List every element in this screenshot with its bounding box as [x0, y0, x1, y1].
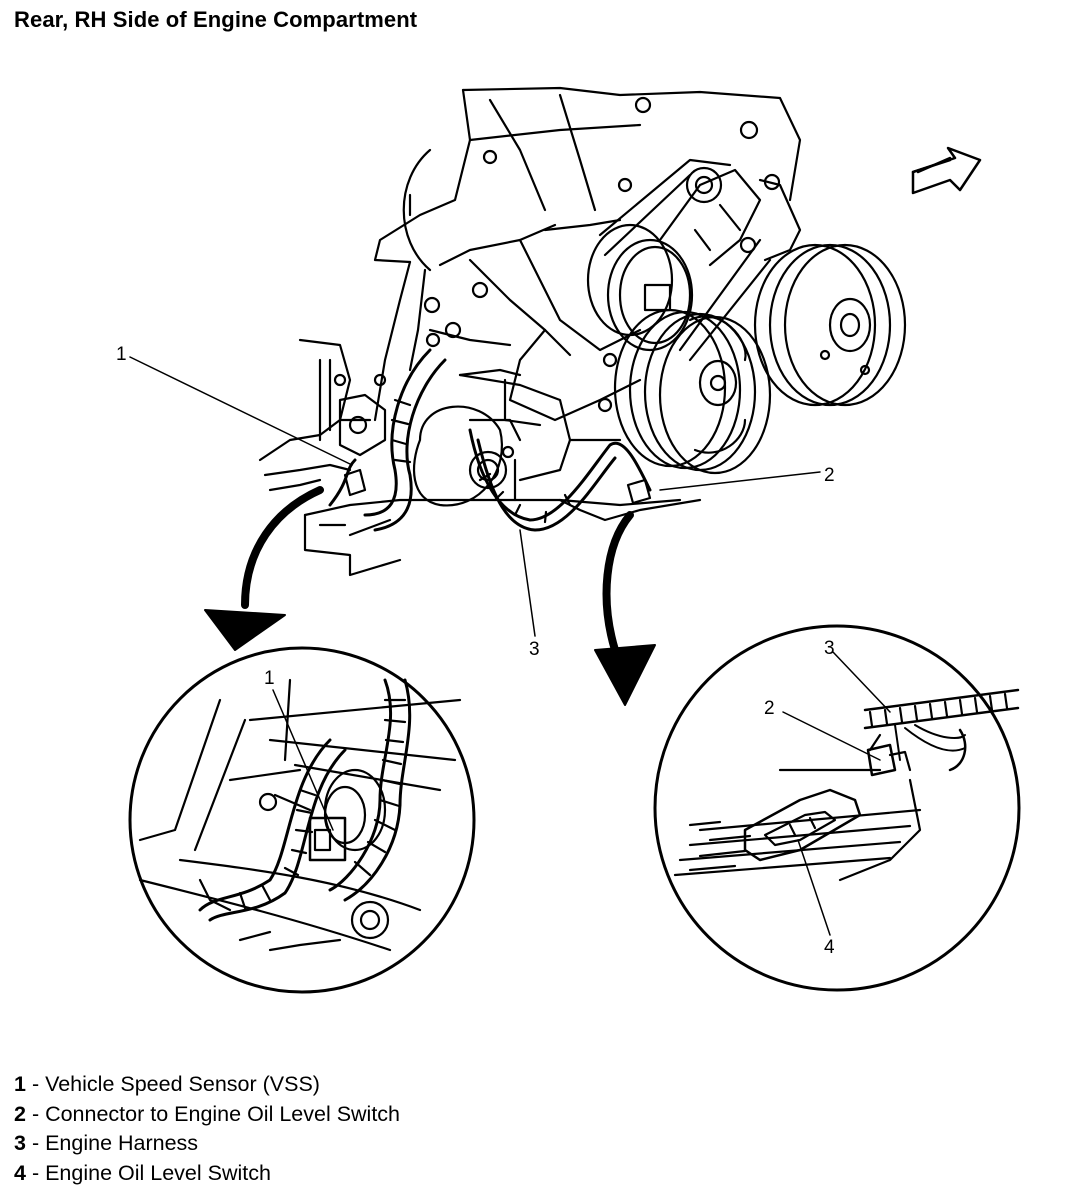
legend-number: 3 [14, 1131, 26, 1155]
engine-block [258, 86, 802, 577]
legend-text: - Connector to Engine Oil Level Switch [25, 1101, 401, 1126]
legend-text: - Vehicle Speed Sensor (VSS) [25, 1072, 320, 1096]
legend-item: 2 - Connector to Engine Oil Level Switch [14, 1100, 400, 1130]
legend-number: 1 [14, 1072, 26, 1096]
legend: 1 - Vehicle Speed Sensor (VSS) 2 - Conne… [14, 1070, 400, 1188]
callout-1-left-detail: 1 [264, 668, 275, 689]
detail-pointer-arrow-left [204, 486, 324, 651]
callout-1-main: 1 [116, 344, 127, 365]
legend-item: 4 - Engine Oil Level Switch [14, 1159, 400, 1189]
legend-text: - Engine Oil Level Switch [25, 1160, 271, 1185]
detail-circle-vss [128, 646, 476, 994]
pulley-system [586, 158, 907, 475]
legend-text: - Engine Harness [25, 1131, 199, 1155]
legend-number: 4 [14, 1160, 26, 1185]
callout-2-main: 2 [824, 465, 835, 486]
diagram-title: Rear, RH Side of Engine Compartment [14, 7, 418, 32]
engine-diagram: 1 2 3 1 3 2 4 [116, 86, 1021, 994]
callout-3-main: 3 [529, 639, 540, 660]
callout-3-right-detail: 3 [824, 638, 835, 659]
legend-item: 3 - Engine Harness [14, 1129, 400, 1159]
main-harness [328, 348, 652, 532]
callout-labels: 1 2 3 1 3 2 4 [116, 344, 835, 958]
legend-item: 1 - Vehicle Speed Sensor (VSS) [14, 1070, 400, 1100]
callout-4-right-detail: 4 [824, 937, 835, 958]
forward-direction-arrow [911, 146, 982, 195]
callout-2-right-detail: 2 [764, 698, 775, 719]
legend-number: 2 [14, 1101, 26, 1126]
detail-circle-oil-level-switch [653, 624, 1021, 992]
detail-pointer-arrow-right [594, 511, 656, 706]
